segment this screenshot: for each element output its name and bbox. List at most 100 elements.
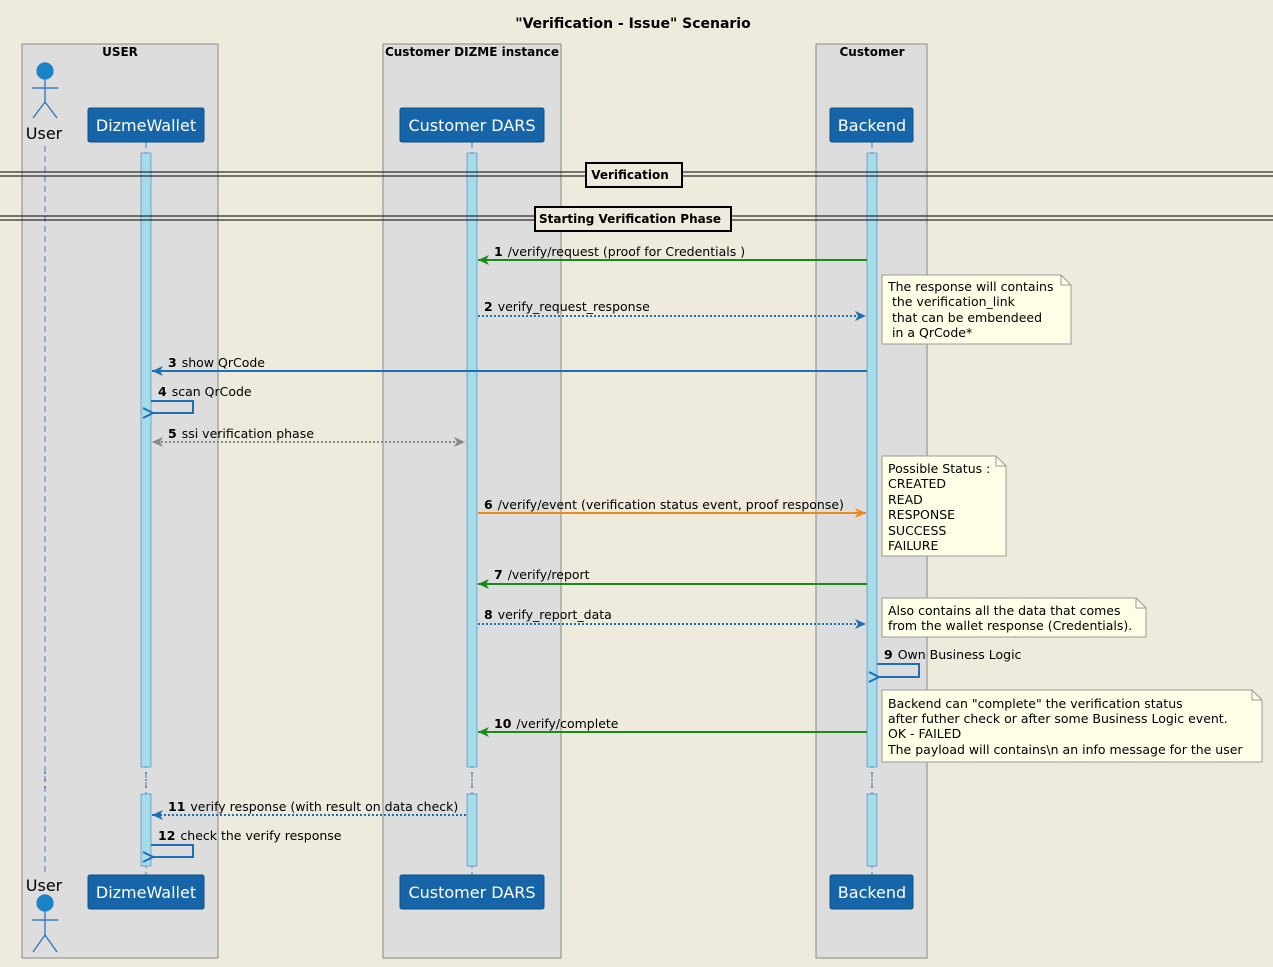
message-2: 2 verify_request_response xyxy=(478,299,866,321)
message-number: 9 xyxy=(884,647,893,662)
message-4: 4 scan QrCode xyxy=(151,384,252,413)
box-title-user: USER xyxy=(102,45,138,59)
note-line: SUCCESS xyxy=(888,523,946,538)
participant-label-user: User xyxy=(26,124,63,143)
diagram-title: "Verification - Issue" Scenario xyxy=(515,16,751,32)
message-number: 2 xyxy=(484,299,493,314)
note-line: Possible Status : xyxy=(888,461,990,476)
divider-label-verification: Verification xyxy=(591,168,669,182)
activation-dars-1 xyxy=(466,152,478,768)
participant-label-dars-bottom: Customer DARS xyxy=(408,883,535,902)
activation-wallet-1 xyxy=(140,152,152,768)
participant-dars-bottom: Customer DARS xyxy=(399,874,545,910)
note-line: the verification_link xyxy=(888,294,1016,309)
activation-dars-2 xyxy=(466,793,478,867)
message-number: 6 xyxy=(484,497,493,512)
participant-label-backend: Backend xyxy=(838,116,906,135)
participant-backend-bottom: Backend xyxy=(829,874,914,910)
participant-user-top: User xyxy=(26,62,63,143)
message-text: /verify/event (verification status event… xyxy=(498,497,844,512)
message-text: /verify/complete xyxy=(516,716,618,731)
participant-dars-top: Customer DARS xyxy=(399,107,545,143)
message-number: 4 xyxy=(158,384,167,399)
svg-text:The response will contains: The response will contains the verificat… xyxy=(0,0,1081,340)
message-text: verify response (with result on data che… xyxy=(190,799,458,814)
activation-wallet-2 xyxy=(140,793,152,867)
actor-icon xyxy=(32,894,58,953)
participant-wallet-bottom: DizmeWallet xyxy=(87,874,205,910)
divider-label-starting-phase: Starting Verification Phase xyxy=(539,212,721,226)
message-number: 10 xyxy=(494,716,512,731)
message-11: 11 verify response (with result on data c… xyxy=(152,799,466,820)
message-8: 8 verify_report_data xyxy=(478,607,866,629)
activation-backend-1 xyxy=(866,152,878,768)
note-line: RESPONSE xyxy=(888,507,955,522)
participant-backend-top: Backend xyxy=(829,107,914,143)
participant-label-dars: Customer DARS xyxy=(408,116,535,135)
message-text: check the verify response xyxy=(180,828,341,843)
message-text: verify_request_response xyxy=(498,299,650,314)
note-line: Also contains all the data that comes xyxy=(888,603,1121,618)
message-7: 7/verify/report xyxy=(478,567,867,589)
participant-label-backend-bottom: Backend xyxy=(838,883,906,902)
message-5: 5 ssi verification phase xyxy=(152,426,465,447)
box-title-dizme: Customer DIZME instance xyxy=(385,45,559,59)
delay-marker xyxy=(44,772,873,788)
note-verification-link: The response will contains the verificat… xyxy=(0,0,1081,345)
participant-label-wallet: DizmeWallet xyxy=(96,116,196,135)
note-line: in a QrCode* xyxy=(888,325,972,340)
message-9: 9 Own Business Logic xyxy=(877,647,1022,677)
svg-text:Possible Status : CREATE: Possible Status : CREATED READ RESPONSE … xyxy=(0,0,1018,553)
message-text: scan QrCode xyxy=(172,384,252,399)
message-6: 6/verify/event (verification status even… xyxy=(478,497,866,518)
message-number: 8 xyxy=(484,607,493,622)
svg-text:7/verify/report: 7/verify/report xyxy=(494,567,590,582)
message-text: /verify/request (proof for Credentials ) xyxy=(508,244,745,259)
note-line: FAILURE xyxy=(888,538,938,553)
activation-backend-2 xyxy=(866,793,878,867)
divider-verification: Verification xyxy=(0,162,1273,188)
actor-icon xyxy=(32,62,58,119)
message-number: 12 xyxy=(158,828,175,843)
participant-wallet-top: DizmeWallet xyxy=(87,107,205,143)
svg-text:1/verify/request (proof for Cr: 1/verify/request (proof for Credentials … xyxy=(494,244,745,259)
note-line: The response will contains xyxy=(887,279,1054,294)
note-line: The payload will contains\n an info mess… xyxy=(887,742,1243,757)
note-line: from the wallet response (Credentials). xyxy=(888,618,1132,633)
message-text: verify_report_data xyxy=(498,607,612,622)
box-user: USER xyxy=(21,43,219,959)
svg-text:Backend can "complete" the ver: Backend can "complete" the verification … xyxy=(887,696,1243,757)
message-text: ssi verification phase xyxy=(182,426,315,441)
note-complete-status: Backend can "complete" the verification … xyxy=(881,689,1263,763)
note-line: that can be embendeed xyxy=(888,310,1042,325)
message-text: show QrCode xyxy=(182,355,266,370)
note-line: CREATED xyxy=(888,476,946,491)
message-number: 11 xyxy=(168,799,185,814)
participant-user-bottom: User xyxy=(26,876,63,953)
message-12: 12 check the verify response xyxy=(151,828,342,857)
message-10: 10/verify/complete xyxy=(478,716,867,737)
note-line: OK - FAILED xyxy=(888,726,961,741)
note-report-data: Also contains all the data that comes fr… xyxy=(881,597,1147,638)
message-number: 3 xyxy=(168,355,177,370)
message-1: 1/verify/request (proof for Credentials … xyxy=(478,244,867,265)
note-line: READ xyxy=(888,492,923,507)
note-possible-status: Possible Status : CREATED READ RESPONSE … xyxy=(0,0,1018,557)
participant-label-user-bottom: User xyxy=(26,876,63,895)
svg-text:Also contains all the data tha: Also contains all the data that comes fr… xyxy=(888,603,1132,633)
participant-label-wallet-bottom: DizmeWallet xyxy=(96,883,196,902)
message-text: Own Business Logic xyxy=(898,647,1022,662)
message-number: 5 xyxy=(168,426,177,441)
divider-starting-phase: Starting Verification Phase xyxy=(0,206,1273,232)
message-text: /verify/report xyxy=(508,567,590,582)
message-3: 3 show QrCode xyxy=(152,355,867,376)
